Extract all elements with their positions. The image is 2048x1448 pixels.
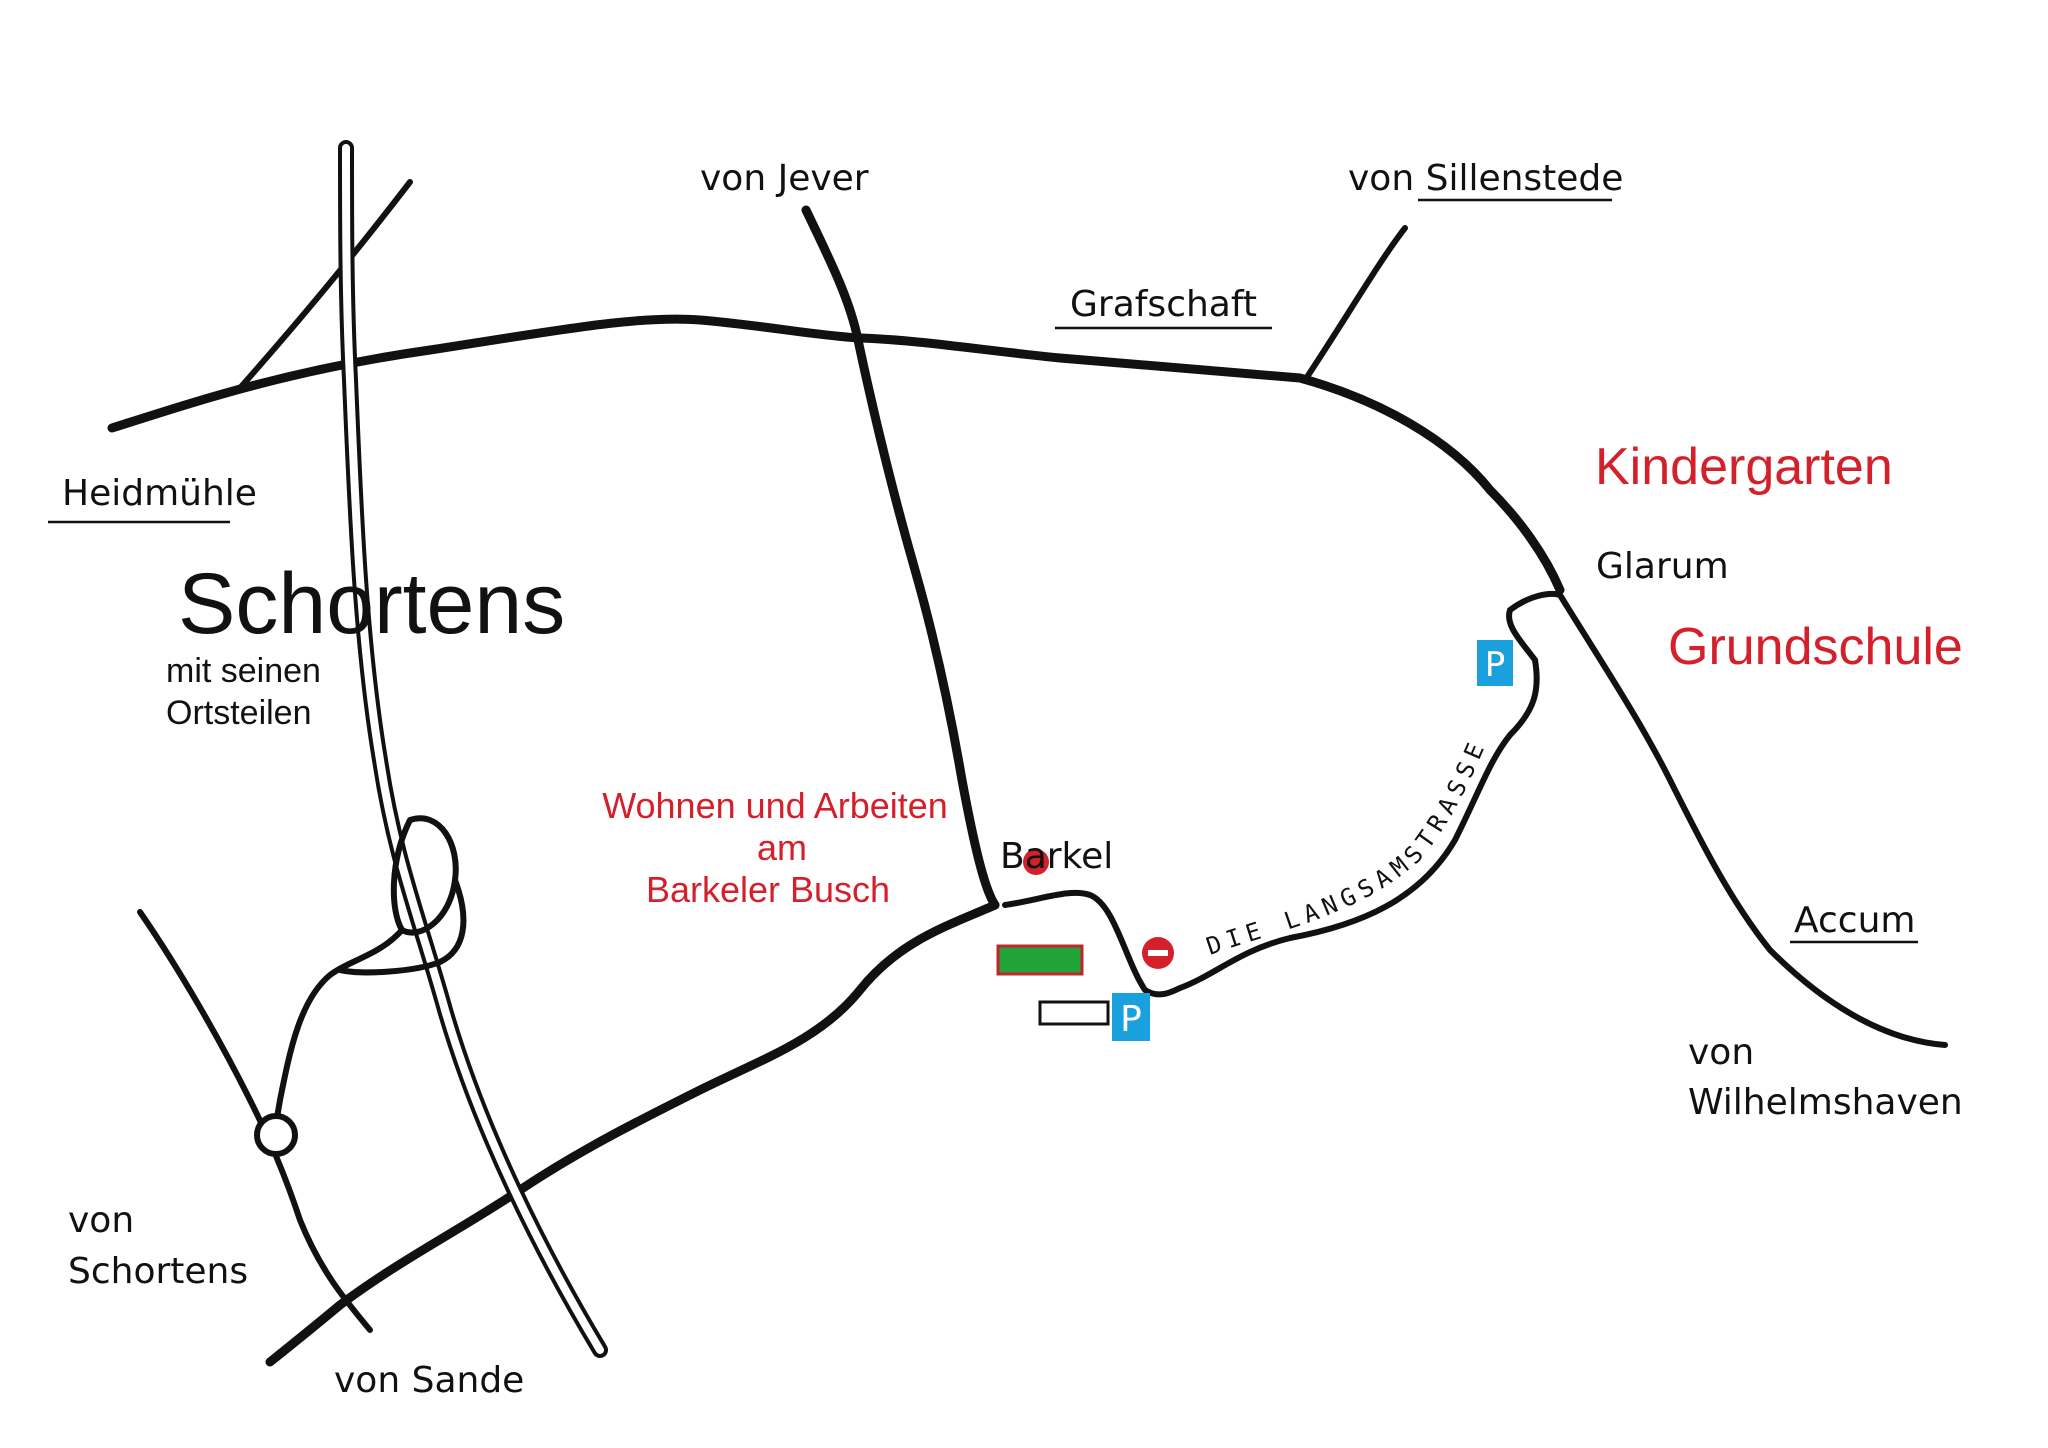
label-schortens: Schortens: [178, 556, 565, 652]
label-kindergarten: Kindergarten: [1595, 438, 1893, 496]
parking-icon-glarum: P: [1477, 640, 1513, 686]
road-von-sillenstede: [1302, 225, 1408, 383]
road-interchange-ramp: [270, 927, 405, 1153]
road-nw-branch: [237, 179, 413, 391]
road-von-jever: [801, 205, 1000, 910]
road-grafschaft: [107, 314, 1565, 595]
label-accum: Accum: [1794, 900, 1915, 941]
no-entry-icon: [1142, 937, 1174, 969]
label-grundschule: Grundschule: [1668, 618, 1963, 676]
parking-icon-south: P: [1112, 993, 1150, 1041]
parking-glarum-label: P: [1485, 645, 1506, 685]
label-grafschaft: Grafschaft: [1070, 284, 1257, 325]
label-glarum: Glarum: [1596, 546, 1729, 587]
road-langsamstrasse: [1177, 590, 1563, 991]
label-heidmuehle: Heidmühle: [62, 473, 257, 514]
label-ortsteilen: Ortsteilen: [166, 694, 312, 732]
road-barkel-sande: [265, 900, 1000, 1367]
label-von-wilhelmshaven-line2: Wilhelmshaven: [1688, 1082, 1963, 1123]
label-von-jever: von Jever: [700, 158, 869, 199]
label-von-wilhelmshaven-line1: von: [1688, 1032, 1754, 1073]
parking-south-label: P: [1120, 999, 1142, 1040]
road-b210-inner: [342, 144, 604, 1354]
green-area-marker: [996, 944, 1084, 976]
building-outline-marker: [1038, 1000, 1110, 1026]
label-wohnen-line3: Barkeler Busch: [646, 869, 890, 910]
label-wohnen-line1: Wohnen und Arbeiten: [602, 785, 948, 826]
road-interchange-loop: [390, 815, 459, 936]
label-barkel: Barkel: [1000, 836, 1113, 877]
road-glarum-wilhelmshaven: [1557, 592, 1948, 1048]
roundabout: [254, 1113, 298, 1157]
label-sillenstede-place: Sillenstede: [1426, 158, 1624, 199]
barkel-marker: [1023, 849, 1049, 875]
label-mit-seinen: mit seinen: [166, 652, 321, 690]
label-von-schortens-line2: Schortens: [68, 1251, 248, 1292]
road-interchange-ramp2: [337, 877, 467, 976]
label-wohnen-line2: am: [757, 827, 807, 868]
label-von-schortens-line1: von: [68, 1200, 134, 1241]
road-barkel-east: [1002, 889, 1183, 998]
label-von-sillenstede: von Sillenstede: [1348, 158, 1623, 199]
label-von-sande: von Sande: [334, 1360, 524, 1401]
